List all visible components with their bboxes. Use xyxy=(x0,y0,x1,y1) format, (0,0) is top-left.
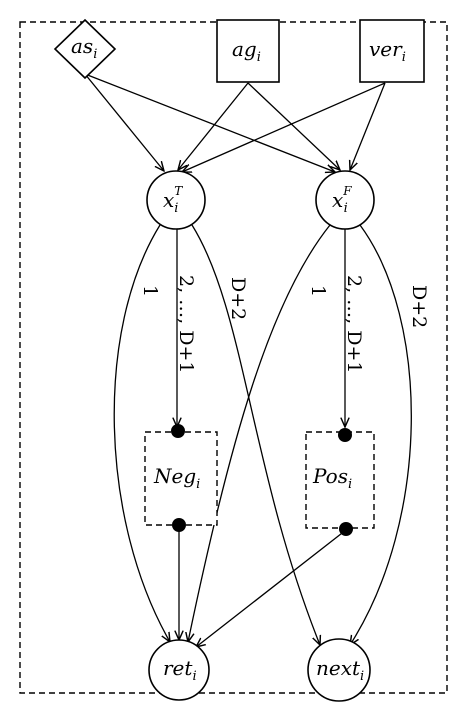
svg-text:xFi: xFi xyxy=(332,184,352,216)
edge-xF-to-next xyxy=(350,224,412,645)
pos-input-port xyxy=(338,428,352,442)
node-as: asi xyxy=(53,18,117,80)
edge-pos-to-ret xyxy=(196,529,347,647)
node-pos-sub: i xyxy=(348,477,352,492)
node-next-label: next xyxy=(316,656,361,680)
node-neg: Negi xyxy=(144,424,218,532)
neg-output-port xyxy=(172,518,186,532)
node-ver-label: ver xyxy=(369,37,403,61)
edge-label-xT-next: D+2 xyxy=(227,277,249,320)
node-ret: reti xyxy=(148,639,210,701)
node-as-label: as xyxy=(71,34,93,58)
node-xF-sub: i xyxy=(344,201,348,216)
node-neg-label: Neg xyxy=(153,464,196,488)
node-xT-sub: i xyxy=(174,201,178,216)
edge-as-to-xF xyxy=(84,73,335,172)
node-ret-sub: i xyxy=(192,669,196,684)
node-ver: veri xyxy=(359,19,425,83)
neg-input-port xyxy=(171,424,185,438)
edge-label-xT-ret: 1 xyxy=(139,285,161,297)
edge-ag-to-xT xyxy=(178,82,249,170)
node-pos-label: Pos xyxy=(312,464,348,488)
svg-text:agi: agi xyxy=(232,37,261,65)
svg-text:asi: asi xyxy=(71,34,97,62)
node-xT-sup: T xyxy=(174,184,183,198)
node-ver-sub: i xyxy=(402,50,406,65)
node-ag: agi xyxy=(216,19,280,83)
node-ag-sub: i xyxy=(257,50,261,65)
edge-as-to-xT xyxy=(84,73,164,171)
node-ret-label: ret xyxy=(163,656,193,680)
edge-label-xF-next: D+2 xyxy=(408,285,430,328)
edge-ver-to-xT xyxy=(182,82,386,172)
svg-text:xTi: xTi xyxy=(163,184,183,216)
node-xT-label: x xyxy=(163,188,174,212)
edge-label-xF-pos: 2, …, D+1 xyxy=(343,275,365,374)
node-pos: Posi xyxy=(305,428,375,536)
node-xF-sup: F xyxy=(342,184,352,198)
node-next: nexti xyxy=(307,638,371,702)
node-as-sub: i xyxy=(93,47,97,62)
outer-dashed-frame xyxy=(19,21,448,694)
edge-xT-to-ret xyxy=(113,224,170,642)
edge-label-xT-neg: 2, …, D+1 xyxy=(175,275,197,374)
node-xF-label: x xyxy=(332,188,343,212)
svg-text:Posi: Posi xyxy=(312,464,352,492)
pos-output-port xyxy=(339,522,353,536)
svg-text:veri: veri xyxy=(369,37,406,65)
svg-text:reti: reti xyxy=(163,656,197,684)
svg-text:nexti: nexti xyxy=(316,656,364,684)
edge-xT-to-next xyxy=(191,224,320,645)
node-ag-label: ag xyxy=(232,37,257,61)
edge-xF-to-ret xyxy=(188,224,331,642)
node-next-sub: i xyxy=(360,669,364,684)
node-neg-sub: i xyxy=(196,477,200,492)
svg-text:Negi: Negi xyxy=(153,464,200,492)
edge-ag-to-xF xyxy=(247,82,340,170)
edge-label-xF-ret: 1 xyxy=(307,285,329,297)
edge-ver-to-xF xyxy=(350,82,386,170)
